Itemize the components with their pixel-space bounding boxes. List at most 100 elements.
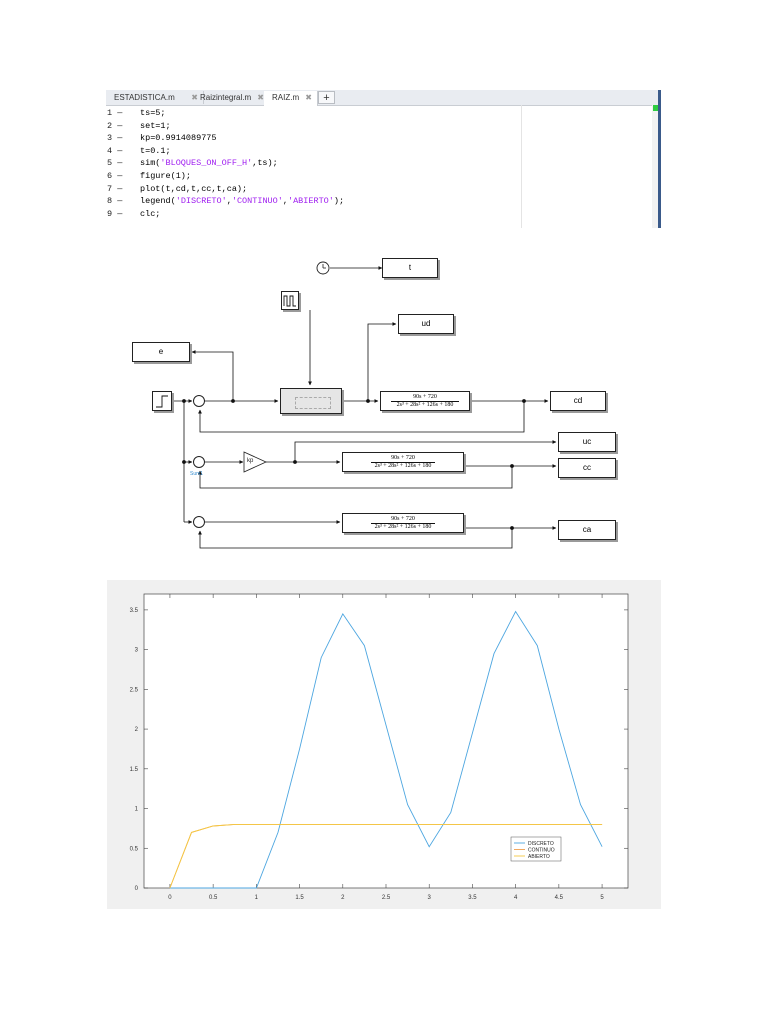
- code-token: kp=0.9914089775: [140, 133, 217, 144]
- add-tab-button[interactable]: +: [318, 91, 335, 104]
- close-icon[interactable]: ✖: [257, 93, 264, 102]
- code-token: clc;: [140, 208, 161, 219]
- x-tick-label: 3: [428, 895, 432, 901]
- code-text[interactable]: ts=5;: [140, 107, 166, 119]
- close-icon[interactable]: ✖: [305, 93, 312, 102]
- line-number: 5 —: [107, 158, 123, 169]
- code-token: sim(: [140, 158, 161, 169]
- code-token: figure(1);: [140, 171, 192, 181]
- y-tick-label: 2: [135, 727, 139, 733]
- code-token: t=0.1;: [140, 145, 171, 156]
- code-token: plot(t,cd,t,cc,t,ca);: [140, 183, 248, 194]
- x-tick-label: 2: [341, 895, 345, 901]
- line-number: 2 —: [107, 120, 123, 131]
- x-tick-label: 5: [600, 895, 604, 901]
- sum-block-bottom[interactable]: [193, 516, 205, 528]
- code-text[interactable]: t=0.1;: [140, 145, 171, 157]
- line-number: 4 —: [107, 145, 123, 156]
- transfer-fcn-open-block[interactable]: 90s + 720 2s³ + 28s² + 126s + 180: [342, 513, 464, 533]
- tab-label: Raizintegral.m: [200, 93, 252, 102]
- string-literal: 'DISCRETO': [175, 196, 227, 207]
- line-number: 9 —: [107, 208, 123, 219]
- transfer-fcn-continuous-block[interactable]: 90s + 720 2s³ + 28s² + 126s + 180: [342, 452, 464, 472]
- x-tick-label: 1: [255, 895, 259, 901]
- string-literal: 'BLOQUES_ON_OFF_H': [160, 158, 253, 169]
- tf-denominator: 2s³ + 28s² + 126s + 180: [374, 524, 432, 530]
- tab-label: RAIZ.m: [272, 93, 300, 102]
- subsystem-preview-icon: [295, 397, 331, 409]
- line-number: 3 —: [107, 133, 123, 144]
- y-tick-label: 3: [135, 648, 139, 654]
- gain-kp-label[interactable]: kp: [247, 458, 254, 464]
- right-margin-line: [521, 105, 522, 228]
- code-text[interactable]: kp=0.9914089775: [140, 132, 217, 144]
- relay-subsystem-block[interactable]: [280, 388, 342, 414]
- tf-numerator: 90s + 720: [391, 516, 415, 522]
- tab-estadistica[interactable]: ESTADISTICA.m ✖: [106, 91, 204, 104]
- sum-block-top[interactable]: [193, 395, 205, 407]
- string-literal: 'ABIERTO': [287, 196, 334, 207]
- code-token: legend(: [140, 196, 176, 207]
- code-text[interactable]: plot(t,cd,t,cc,t,ca);: [140, 183, 247, 195]
- x-tick-label: 2.5: [382, 895, 391, 901]
- code-area[interactable]: 1 — ts=5; 2 — set=1; 3 — kp=0.9914089775 4 — t=…: [106, 107, 660, 228]
- tf-numerator: 90s + 720: [413, 394, 437, 400]
- editor-tab-bar: ESTADISTICA.m ✖ Raizintegral.m ✖ RAIZ.m …: [106, 90, 660, 106]
- y-tick-label: 2.5: [130, 687, 139, 693]
- tab-raiz[interactable]: RAIZ.m ✖: [264, 91, 318, 106]
- code-token: ts=5;: [140, 108, 166, 118]
- step-block[interactable]: [152, 391, 172, 411]
- pulse-icon: [283, 295, 296, 307]
- tf-denominator: 2s³ + 28s² + 126s + 180: [396, 402, 454, 408]
- sum-block-middle[interactable]: [193, 456, 205, 468]
- y-tick-label: 0: [135, 886, 139, 892]
- tf-denominator: 2s³ + 28s² + 126s + 180: [374, 463, 432, 469]
- string-literal: 'CONTINUO': [231, 196, 283, 207]
- to-workspace-cc-block[interactable]: cc: [558, 458, 616, 478]
- transfer-fcn-discrete-block[interactable]: 90s + 720 2s³ + 28s² + 126s + 180: [380, 391, 470, 411]
- legend-label: DISCRETO: [528, 841, 554, 847]
- series-line-abierto: [169, 823, 603, 889]
- code-text[interactable]: set=1;: [140, 120, 171, 132]
- to-workspace-t-block[interactable]: t: [382, 258, 438, 278]
- signal-lines: [174, 261, 557, 549]
- line-number: 7 —: [107, 183, 123, 194]
- code-text[interactable]: clc;: [140, 208, 160, 220]
- line-number: 1 —: [107, 108, 123, 118]
- code-token: set=1;: [140, 120, 171, 131]
- y-tick-label: 1: [135, 807, 139, 813]
- y-tick-label: 3.5: [130, 608, 139, 614]
- legend-label: ABIERTO: [528, 854, 550, 860]
- close-icon[interactable]: ✖: [191, 93, 198, 102]
- x-tick-label: 4.5: [555, 895, 564, 901]
- tab-raizintegral[interactable]: Raizintegral.m ✖: [192, 91, 270, 104]
- code-text[interactable]: sim('BLOQUES_ON_OFF_H',ts);: [140, 157, 278, 169]
- vertical-scrollbar[interactable]: [652, 105, 660, 228]
- to-workspace-ca-block[interactable]: ca: [558, 520, 616, 540]
- to-workspace-e-block[interactable]: e: [132, 342, 190, 362]
- line-number: 8 —: [107, 196, 123, 207]
- code-analyzer-status-icon[interactable]: [653, 105, 659, 111]
- pulse-generator-block[interactable]: [281, 291, 299, 310]
- code-text[interactable]: legend('DISCRETO','CONTINUO','ABIERTO');: [140, 195, 344, 207]
- code-editor[interactable]: ESTADISTICA.m ✖ Raizintegral.m ✖ RAIZ.m …: [106, 90, 660, 228]
- simulink-diagram[interactable]: t ud e 90s + 720 2s³ + 28s² + 126s + 180…: [120, 240, 640, 570]
- legend-box: [510, 836, 562, 862]
- tf-numerator: 90s + 720: [391, 455, 415, 461]
- to-workspace-ud-block[interactable]: ud: [398, 314, 454, 334]
- to-workspace-uc-block[interactable]: uc: [558, 432, 616, 452]
- x-tick-label: 4: [514, 895, 518, 901]
- line-number: 6 —: [107, 171, 123, 181]
- legend-label: CONTINUO: [528, 847, 555, 853]
- window-edge: [658, 90, 661, 228]
- x-tick-label: 0: [168, 895, 172, 901]
- sum1-label[interactable]: Sum1: [190, 471, 204, 477]
- code-token: ,: [226, 196, 232, 207]
- x-tick-label: 1.5: [295, 895, 304, 901]
- code-text[interactable]: figure(1);: [140, 170, 191, 182]
- y-tick-label: 0.5: [130, 846, 139, 852]
- code-token: ,ts);: [252, 158, 278, 169]
- to-workspace-cd-block[interactable]: cd: [550, 391, 606, 411]
